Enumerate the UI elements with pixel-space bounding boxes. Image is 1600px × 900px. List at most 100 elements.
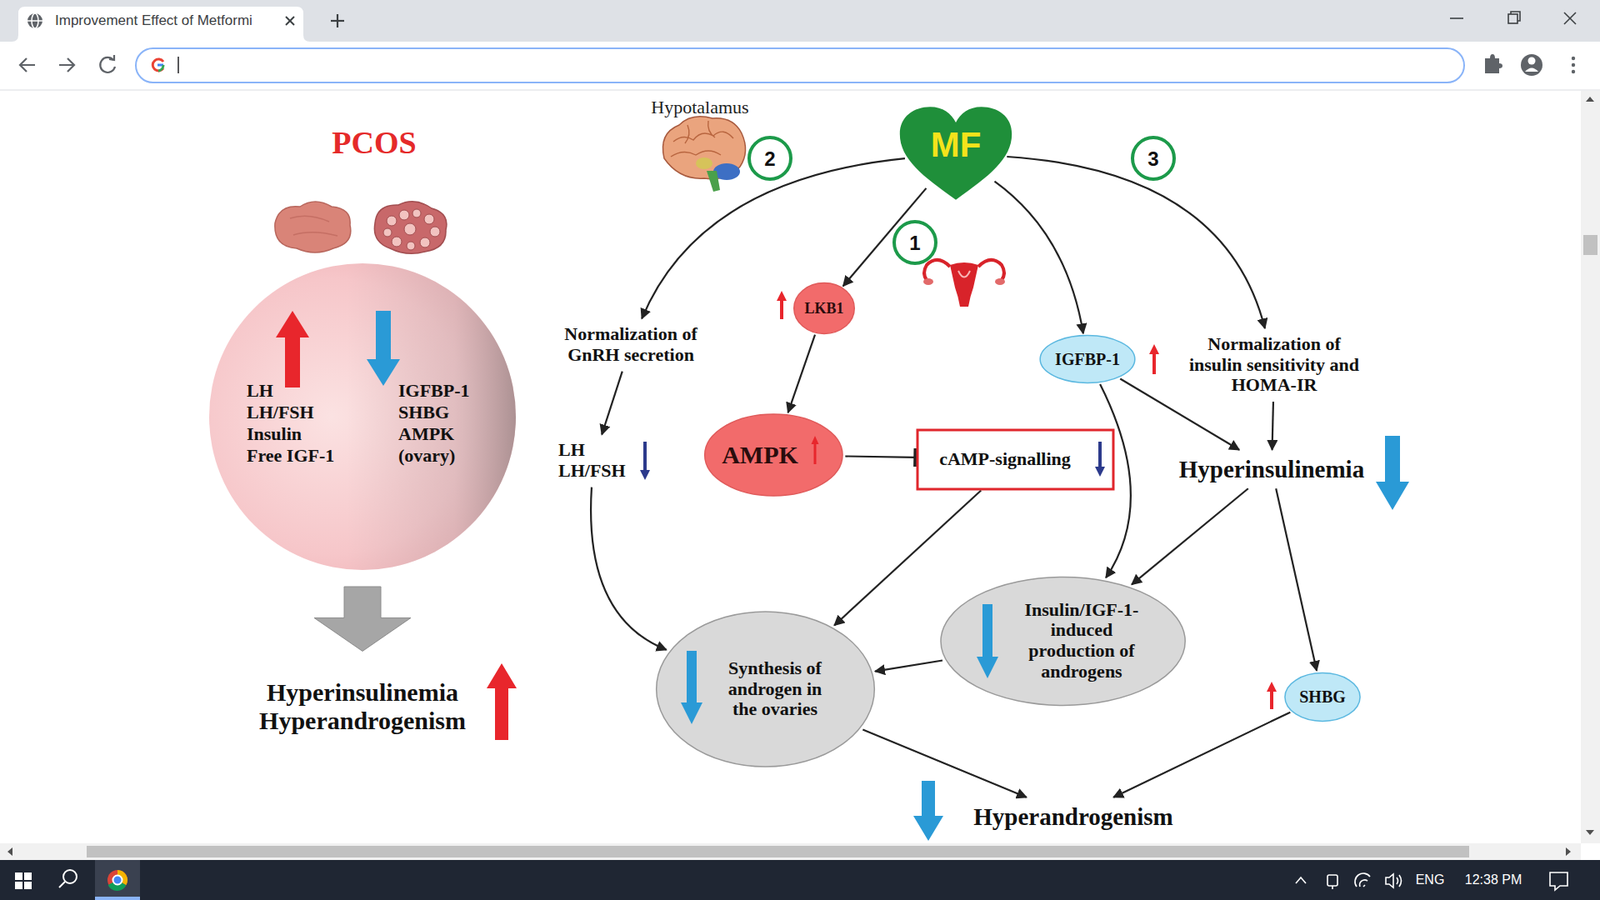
chrome-icon	[107, 870, 128, 891]
scroll-thumb	[1583, 235, 1598, 255]
ovary-illustration	[275, 201, 447, 254]
decrease-arrow	[366, 310, 400, 386]
signal-box: cAMP-signalling	[917, 430, 1114, 490]
tab-favicon	[27, 13, 43, 29]
node-text: IGFBP-1 SHBG AMPK (ovary)	[398, 380, 492, 467]
node-text: Synthesis of androgen in the ovaries	[716, 658, 834, 720]
node-text: Hyperinsulinemia Hyperandrogenism	[258, 678, 468, 735]
node-text: SHBG	[1299, 687, 1346, 706]
menu-icon	[1571, 56, 1575, 74]
text-caret	[177, 56, 180, 74]
connector-arrow	[590, 487, 667, 650]
node-text: cAMP-signalling	[939, 449, 1071, 470]
taskbar-active-app	[95, 860, 140, 900]
connector-arrow	[1131, 488, 1249, 585]
inhibition-line	[845, 455, 915, 457]
increase-arrow	[776, 290, 787, 320]
node-text-holder: AMPK	[703, 413, 845, 497]
connector-arrow	[995, 181, 1084, 335]
callout-number: 3	[1147, 147, 1159, 171]
process-ellipse: Synthesis of androgen in the ovaries	[654, 610, 877, 769]
scroll-arrows	[7, 847, 1571, 856]
decrease-arrow	[1095, 441, 1105, 477]
increase-arrow	[1149, 344, 1160, 375]
node-text: Normalization of GnRH secretion	[563, 324, 700, 365]
node-text: AMPK	[721, 440, 799, 470]
connector-arrow	[862, 730, 1026, 798]
new-tab-icon	[330, 14, 345, 28]
node-text-holder: IGFBP-1	[1039, 335, 1136, 384]
increase-arrow	[811, 435, 820, 465]
decrease-arrow	[1375, 435, 1410, 510]
factor-ellipse: SHBG	[1284, 672, 1361, 722]
active-tab	[11, 6, 310, 42]
organ-label: Hypotalamus	[650, 96, 749, 119]
horizontal-scrollbar	[0, 843, 1581, 860]
vertical-scrollbar	[1580, 90, 1600, 844]
node-text: LH LH/FSH Insulin Free IGF-1	[246, 380, 340, 467]
tray-language: ENG	[1415, 872, 1445, 888]
pcos-circle: LH LH/FSH Insulin Free IGF-1 IGFBP-1 SHBG…	[209, 263, 516, 570]
taskbar	[0, 860, 1600, 900]
effect-text: Hyperinsulinemia	[1177, 455, 1366, 483]
tray-clock: 12:38 PM	[1465, 872, 1522, 888]
tab-strip	[0, 0, 1600, 42]
connector-arrow	[1120, 378, 1240, 450]
connector-arrow	[1272, 401, 1274, 450]
effect-text: Hyperandrogenism	[972, 803, 1175, 830]
node-text: Hyperinsulinemia	[1177, 455, 1366, 483]
node-text: LH LH/FSH	[558, 440, 629, 481]
google-icon	[152, 59, 164, 71]
search-icon	[59, 870, 77, 888]
scroll-thumb	[86, 845, 1470, 858]
tab-close-icon	[285, 16, 295, 25]
increase-arrow	[275, 310, 310, 388]
node-text: IGFBP-1	[1055, 350, 1120, 369]
node-text: Normalization of insulin sensitivity and…	[1187, 334, 1361, 396]
tab-title: Improvement Effect of Metformi	[55, 12, 253, 30]
factor-ellipse: LKB1	[793, 282, 855, 335]
node-text: MF	[930, 125, 982, 165]
node-text: Insulin/IGF-1-induced production of andr…	[1006, 600, 1157, 683]
connector-arrow	[1113, 712, 1290, 798]
process-text: Normalization of insulin sensitivity and…	[1187, 334, 1361, 396]
scroll-arrows	[1585, 96, 1595, 835]
toolbar-border	[0, 90, 1600, 91]
diagram-heading: PCOS	[331, 124, 416, 161]
node-text-holder: cAMP-signalling	[917, 430, 1114, 490]
node-text-holder: Insulin/IGF-1-induced production of andr…	[938, 575, 1188, 707]
factor-ellipse: IGFBP-1	[1039, 335, 1136, 384]
callout-number: 2	[764, 147, 775, 171]
node-text-holder: MF	[897, 105, 1015, 202]
connector-arrow	[834, 490, 981, 626]
connector-arrow	[1275, 488, 1317, 671]
increase-arrow	[1266, 681, 1277, 710]
drug-heart: MF	[897, 105, 1015, 202]
extensions-icon	[1485, 54, 1503, 74]
connector-arrow	[788, 335, 815, 413]
decrease-arrow	[976, 604, 999, 679]
window-controls	[1450, 11, 1576, 25]
profile-icon	[1520, 54, 1543, 76]
increase-arrow	[486, 663, 517, 740]
brain-illustration	[662, 116, 745, 192]
connector-arrow	[1006, 156, 1265, 329]
callout-number: 1	[909, 231, 920, 255]
toolbar	[0, 41, 1600, 90]
decrease-arrow	[680, 650, 703, 725]
uterus-illustration	[923, 260, 1005, 307]
node-text-holder: LKB1	[793, 282, 855, 335]
connector-arrow	[875, 660, 943, 671]
node-text: LKB1	[804, 300, 844, 317]
connector-arrow	[601, 371, 623, 435]
decrease-arrow	[640, 441, 650, 480]
node-text: Hyperandrogenism	[972, 803, 1175, 830]
outcome-text: Hyperinsulinemia Hyperandrogenism	[258, 678, 468, 735]
connector-arrow	[843, 188, 927, 286]
process-text: Normalization of GnRH secretion	[563, 324, 700, 365]
omnibox	[135, 48, 1465, 83]
taskbar-underline	[95, 896, 140, 900]
nav-buttons	[20, 55, 115, 73]
